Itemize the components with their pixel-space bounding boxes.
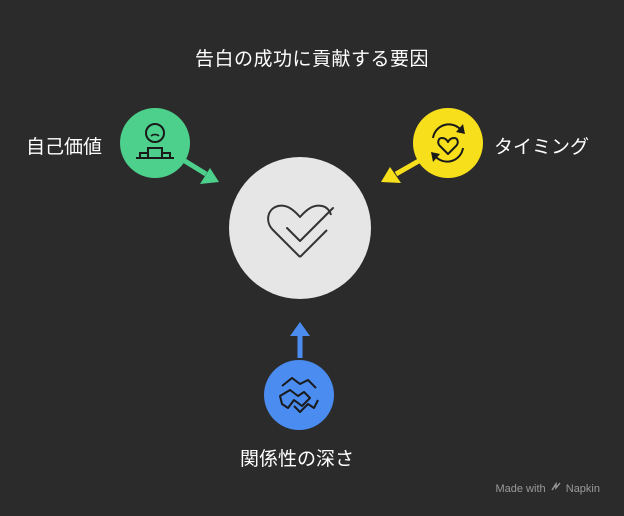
arrow-relationship	[290, 322, 310, 358]
napkin-watermark: Made with Napkin	[495, 481, 600, 495]
heart-cycle-icon	[431, 123, 465, 163]
person-at-podium-icon	[136, 123, 174, 159]
heart-check-icon	[267, 204, 334, 258]
diagram-title: 告白の成功に貢献する要因	[194, 48, 429, 70]
watermark-brand: Napkin	[565, 483, 600, 495]
napkin-logo-icon	[551, 481, 561, 495]
relationship-label: 関係性の深さ	[240, 448, 355, 470]
timing-node	[413, 108, 483, 178]
center-node	[229, 157, 371, 299]
watermark-prefix: Made with	[495, 483, 546, 495]
timing-label: タイミング	[494, 136, 590, 158]
self-worth-node	[120, 108, 190, 178]
relationship-node	[264, 360, 334, 430]
self-worth-label: 自己価値	[26, 136, 103, 158]
handshake-icon	[279, 377, 319, 413]
